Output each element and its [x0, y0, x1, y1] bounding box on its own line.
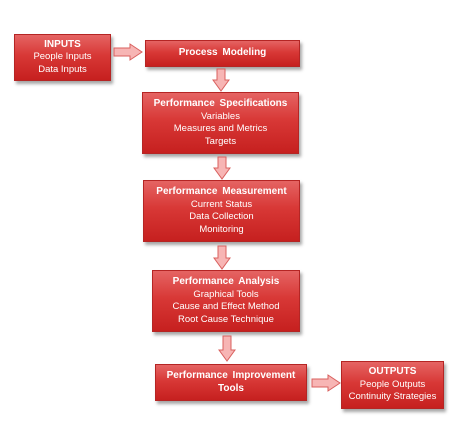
measurement-line-status: Current Status [190, 198, 253, 210]
performance-improvement-title-line2: Tools [218, 382, 244, 394]
analysis-line-graphical: Graphical Tools [193, 288, 259, 300]
arrow-right-icon [311, 374, 341, 392]
performance-specifications-box: Performance Specifications Variables Mea… [142, 92, 299, 154]
spec-line-targets: Targets [204, 135, 237, 147]
process-modeling-box: Process Modeling [145, 40, 300, 67]
analysis-line-cause-effect: Cause and Effect Method [172, 301, 280, 312]
spec-line-measures: Measures and Metrics [173, 123, 268, 134]
performance-analysis-title: Performance Analysis [172, 276, 280, 287]
performance-specifications-title: Performance Specifications [153, 98, 288, 109]
inputs-title: INPUTS [44, 38, 81, 50]
performance-analysis-box: Performance Analysis Graphical Tools Cau… [152, 270, 300, 332]
arrow-down-icon [213, 245, 231, 270]
performance-improvement-title-line1: Performance Improvement [166, 370, 296, 381]
outputs-line-continuity: Continuity Strategies [348, 391, 437, 403]
arrow-down-icon [212, 68, 230, 92]
inputs-line-data: Data Inputs [38, 63, 87, 75]
spec-line-variables: Variables [201, 110, 240, 122]
performance-improvement-box: Performance Improvement Tools [155, 364, 307, 401]
arrow-down-icon [218, 335, 236, 362]
inputs-line-people: People Inputs [33, 51, 92, 63]
performance-measurement-box: Performance Measurement Current Status D… [143, 180, 300, 242]
outputs-title: OUTPUTS [368, 366, 417, 378]
arrow-down-icon [213, 156, 231, 180]
analysis-line-root-cause: Root Cause Technique [178, 313, 274, 325]
process-modeling-title: Process Modeling [178, 47, 267, 59]
measurement-line-collection: Data Collection [189, 211, 254, 222]
outputs-line-people: People Outputs [359, 378, 426, 390]
inputs-box: INPUTS People Inputs Data Inputs [14, 34, 111, 81]
outputs-box: OUTPUTS People Outputs Continuity Strate… [341, 361, 444, 409]
measurement-line-monitoring: Monitoring [199, 223, 244, 235]
arrow-right-icon [113, 43, 143, 61]
performance-measurement-title: Performance Measurement [156, 186, 287, 197]
